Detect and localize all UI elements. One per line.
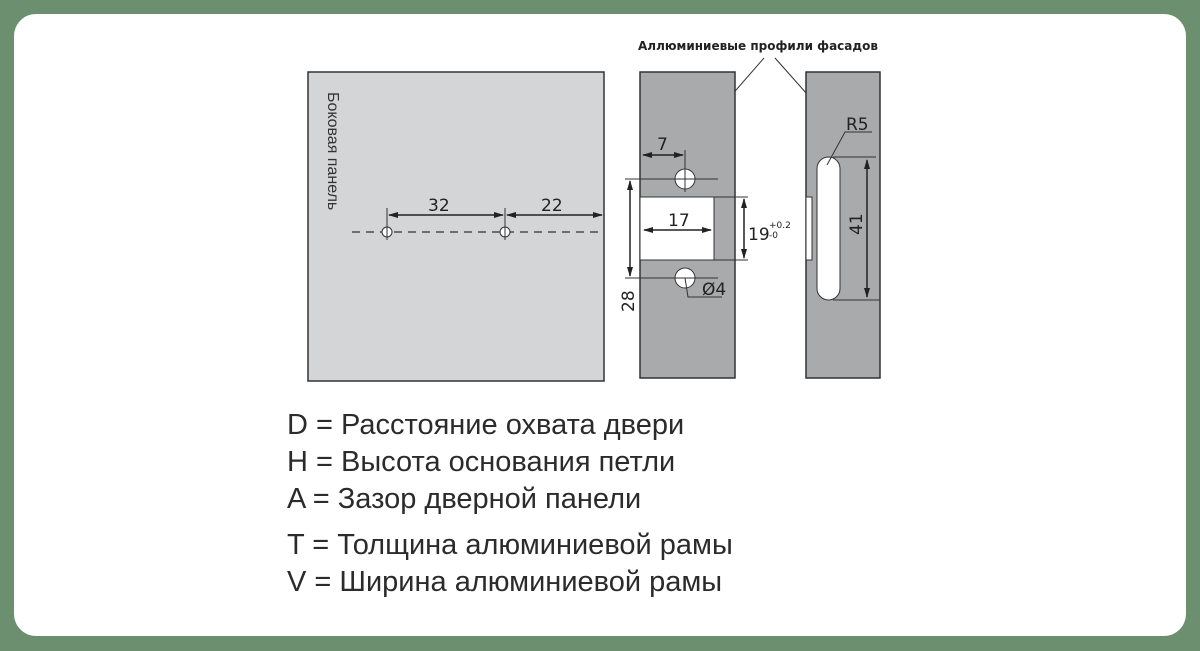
side-panel-label: Боковая панель (324, 92, 341, 210)
dim-7: 7 (657, 135, 668, 155)
dim-32: 32 (428, 196, 450, 216)
dim-28: 28 (619, 290, 639, 312)
dim-diameter: Ø4 (702, 280, 726, 300)
dim-19-tol-minus: -0 (769, 231, 778, 241)
profile-with-slot: 41 R5 (805, 71, 881, 379)
legend-item-d: D = Расстояние охвата двери (287, 409, 685, 441)
profile-with-cutout: 7 17 19 +0.2 -0 28 Ø4 (619, 71, 791, 379)
legend: D = Расстояние охвата двери H = Высота о… (287, 407, 733, 601)
legend-item-t: T = Толщина алюминиевой рамы (287, 529, 733, 561)
dim-41: 41 (847, 213, 867, 235)
side-panel: Боковая панель 32 22 (307, 71, 605, 382)
dim-19: 19 (748, 225, 770, 245)
dim-19-tol-plus: +0.2 (769, 221, 791, 231)
legend-item-h: H = Высота основания петли (287, 446, 676, 478)
dim-17: 17 (668, 211, 690, 231)
legend-item-v: V = Ширина алюминиевой рамы (287, 566, 723, 598)
legend-item-a: A = Зазор дверной панели (287, 483, 642, 515)
dim-r5: R5 (846, 115, 869, 135)
dim-22: 22 (541, 196, 563, 216)
profiles-label: Аллюминиевые профили фасадов (638, 39, 878, 53)
